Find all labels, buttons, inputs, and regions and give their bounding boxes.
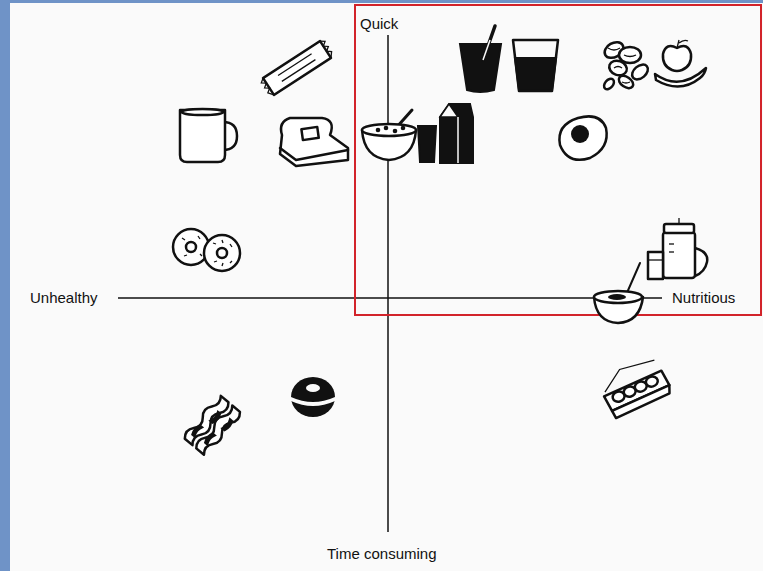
- avocado-icon: [559, 116, 606, 159]
- fruit-icon: [655, 40, 706, 87]
- horizontal-axis: [118, 297, 662, 299]
- coffee-mug-icon: [180, 109, 237, 162]
- vertical-axis: [387, 35, 389, 532]
- granola-bar-icon: [260, 39, 335, 97]
- eggs-icon: [598, 358, 674, 420]
- blender-icon: [648, 218, 707, 279]
- milk-carton-icon: [440, 104, 473, 163]
- axis-label: Nutritious: [672, 289, 735, 307]
- highlight-box: [355, 5, 761, 315]
- donuts-icon: [173, 229, 240, 271]
- axis-label: Quick: [360, 15, 398, 33]
- juice-glass-icon: [513, 40, 558, 91]
- glass-icon: [418, 126, 436, 162]
- bacon-icon: [183, 394, 243, 457]
- toast-icon: [280, 118, 348, 166]
- chart-background: [10, 3, 763, 571]
- yogurt-icon: [460, 26, 501, 92]
- bagel-icon: [291, 377, 335, 417]
- oatmeal-bowl-icon: [594, 263, 643, 323]
- axis-label: Unhealthy: [30, 289, 98, 307]
- axis-label: Time consuming: [327, 545, 436, 563]
- cereal-bowl-icon: [362, 110, 416, 160]
- nuts-icon: [602, 39, 651, 91]
